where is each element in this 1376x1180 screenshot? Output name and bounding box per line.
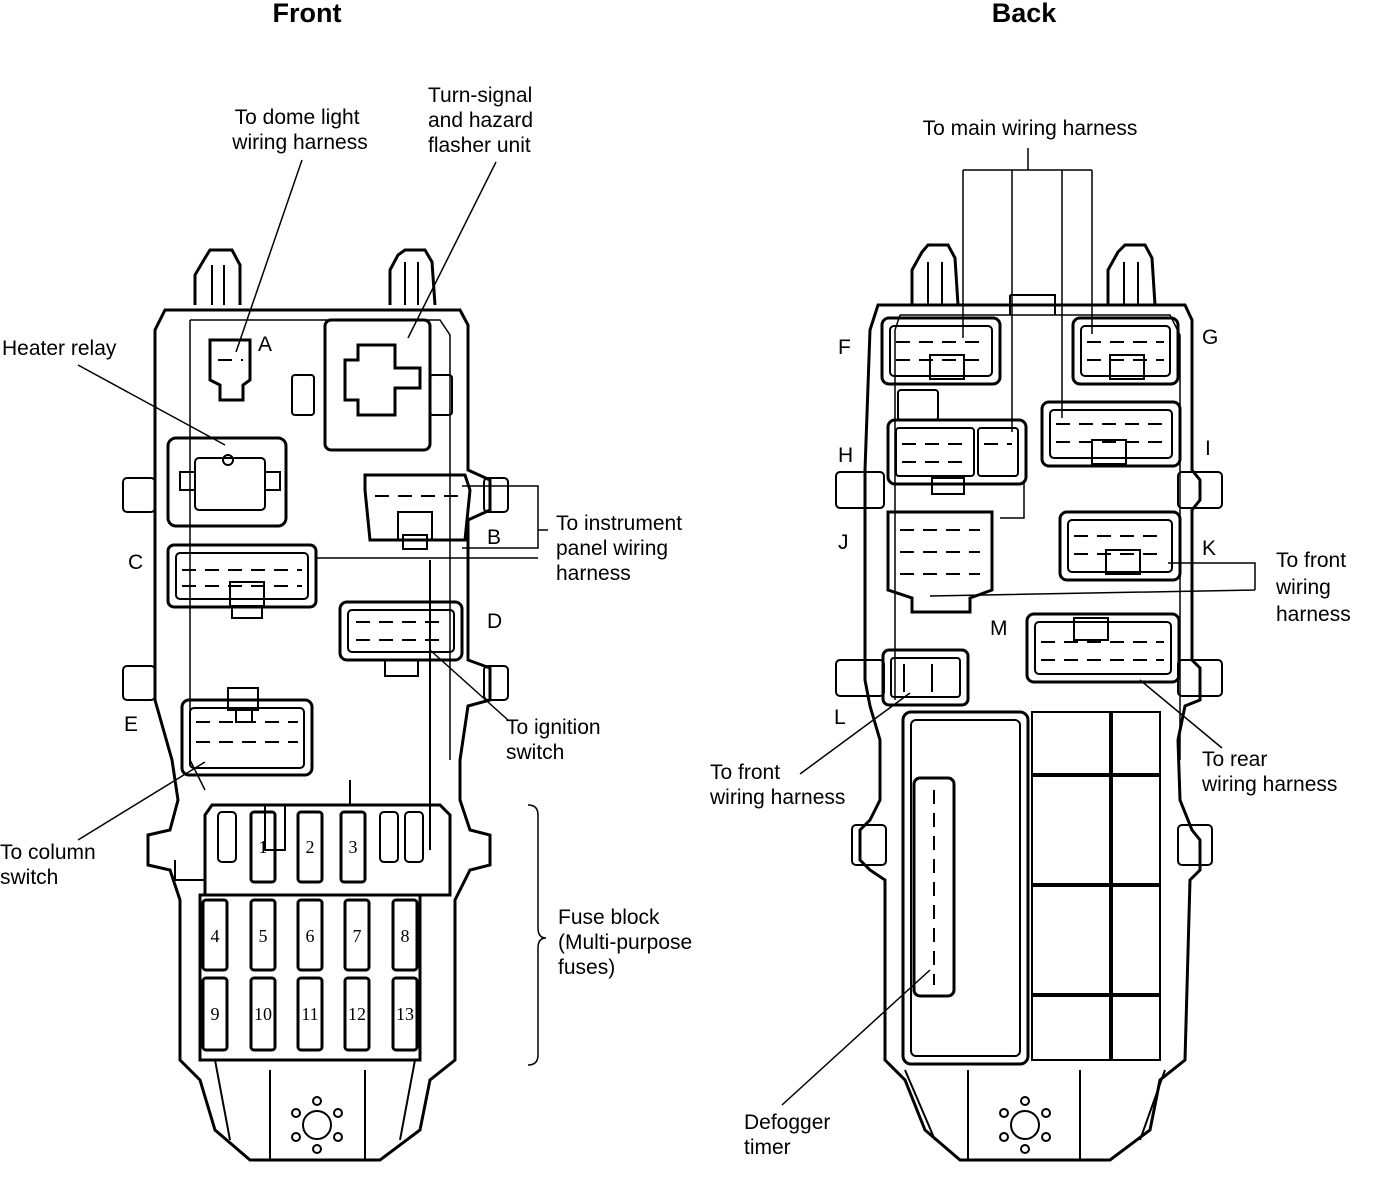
front-wiring-right-label: To front wiring harness: [1275, 549, 1352, 626]
fuse-6: [296, 898, 324, 972]
fuse-13: [391, 976, 419, 1052]
defogger-timer: [912, 776, 956, 998]
fuse-block-bracket: [527, 804, 547, 1066]
connector-b: [363, 473, 472, 542]
connector-j: [886, 510, 994, 614]
fuse-7: [343, 898, 371, 972]
fuse-number: 2: [306, 837, 315, 857]
fuse-10: [249, 976, 277, 1052]
main-harness-label: To main wiring harness: [923, 117, 1138, 140]
front-tab-left-upper: [122, 477, 156, 513]
connector-d-label: D: [487, 610, 502, 633]
dome-light-label: To dome light wiring harness: [231, 106, 367, 154]
flasher-unit: [323, 318, 432, 452]
relay-grid: [1031, 711, 1161, 1061]
connector-m-label: M: [990, 617, 1008, 640]
connector-f: [880, 316, 1002, 386]
fuse-block-top: [203, 803, 452, 897]
connector-a: [208, 338, 252, 402]
fuse-9: [201, 976, 229, 1052]
connector-b-label: B: [487, 526, 501, 549]
fuse-11: [296, 976, 324, 1052]
back-mount-bolts: [999, 1096, 1051, 1154]
fuse-number: 6: [306, 926, 315, 946]
front-title: Front: [273, 0, 342, 28]
fuse-1: [249, 810, 277, 884]
flasher-unit-label: Turn-signal and hazard flasher unit: [428, 84, 539, 157]
connector-c-label: C: [128, 551, 143, 574]
connector-l-label: L: [834, 706, 846, 729]
connector-l: [881, 648, 970, 707]
front-tab-right-lower: [483, 665, 509, 701]
ignition-label: To ignition switch: [506, 716, 606, 764]
heater-relay-label: Heater relay: [2, 337, 117, 360]
back-leader-lines: [781, 148, 1256, 1106]
fuse-2: [296, 810, 324, 884]
fuse-8: [391, 898, 419, 972]
connector-d: [338, 600, 464, 662]
fuse-number: 5: [259, 926, 268, 946]
connector-g: [1071, 316, 1180, 386]
connector-h-label: H: [838, 444, 853, 467]
back-view: F G H I J K M: [709, 117, 1352, 1162]
fuse-block-bottom: [198, 893, 422, 1062]
heater-relay: [166, 436, 288, 528]
fuse-number: 8: [401, 926, 410, 946]
connector-k: [1058, 510, 1182, 582]
back-housing: [858, 303, 1202, 1162]
fuse-number: 7: [353, 926, 362, 946]
fuses: 1 2 3 4 5 6 7 8 9 10 11 12 13: [201, 810, 419, 1052]
fuse-number: 3: [349, 837, 358, 857]
front-clip-right: [388, 248, 437, 306]
connector-f-label: F: [838, 336, 851, 359]
front-view: A B C D E: [0, 84, 698, 1162]
front-tab-left-lower: [122, 665, 156, 701]
connector-g-label: G: [1202, 326, 1218, 349]
fuse-block-label: Fuse block (Multi-purpose fuses): [558, 906, 698, 979]
connector-i-label: I: [1205, 437, 1211, 460]
back-title: Back: [992, 0, 1058, 28]
fuse-number: 13: [396, 1004, 414, 1024]
front-clip-left: [193, 248, 242, 305]
defogger-timer-label: Defogger timer: [744, 1111, 836, 1159]
connector-i: [1040, 400, 1182, 468]
connector-k-label: K: [1202, 537, 1216, 560]
relay-panel-cover: [901, 710, 1030, 1066]
column-switch-label: To column switch: [0, 841, 102, 889]
connector-j-label: J: [838, 531, 849, 554]
fuse-number: 9: [211, 1004, 220, 1024]
fuse-number: 10: [254, 1004, 272, 1024]
fuse-12: [343, 976, 371, 1052]
fuse-4: [201, 898, 229, 972]
back-mount-hole: [1010, 1110, 1040, 1140]
instrument-panel-label: To instrument panel wiring harness: [556, 512, 688, 585]
fuse-5: [249, 898, 277, 972]
connector-e: [180, 698, 314, 777]
fuse-number: 4: [211, 926, 220, 946]
front-mount-hole: [302, 1110, 332, 1140]
fuse-number: 12: [348, 1004, 366, 1024]
fuse-number: 1: [259, 837, 268, 857]
connector-a-label: A: [258, 333, 272, 356]
fuse-number: 11: [301, 1004, 318, 1024]
connector-e-label: E: [124, 713, 138, 736]
front-housing: [146, 308, 492, 1162]
fuse-3: [339, 810, 367, 884]
front-mount-bolts: [291, 1096, 343, 1154]
front-tab-right-upper: [483, 477, 509, 513]
connector-h: [886, 418, 1028, 486]
rear-wiring-label: To rear wiring harness: [1201, 748, 1337, 796]
front-leader-lines: [77, 159, 548, 1066]
front-wiring-left-label: To front wiring harness: [709, 761, 845, 809]
connector-m: [1025, 612, 1181, 684]
